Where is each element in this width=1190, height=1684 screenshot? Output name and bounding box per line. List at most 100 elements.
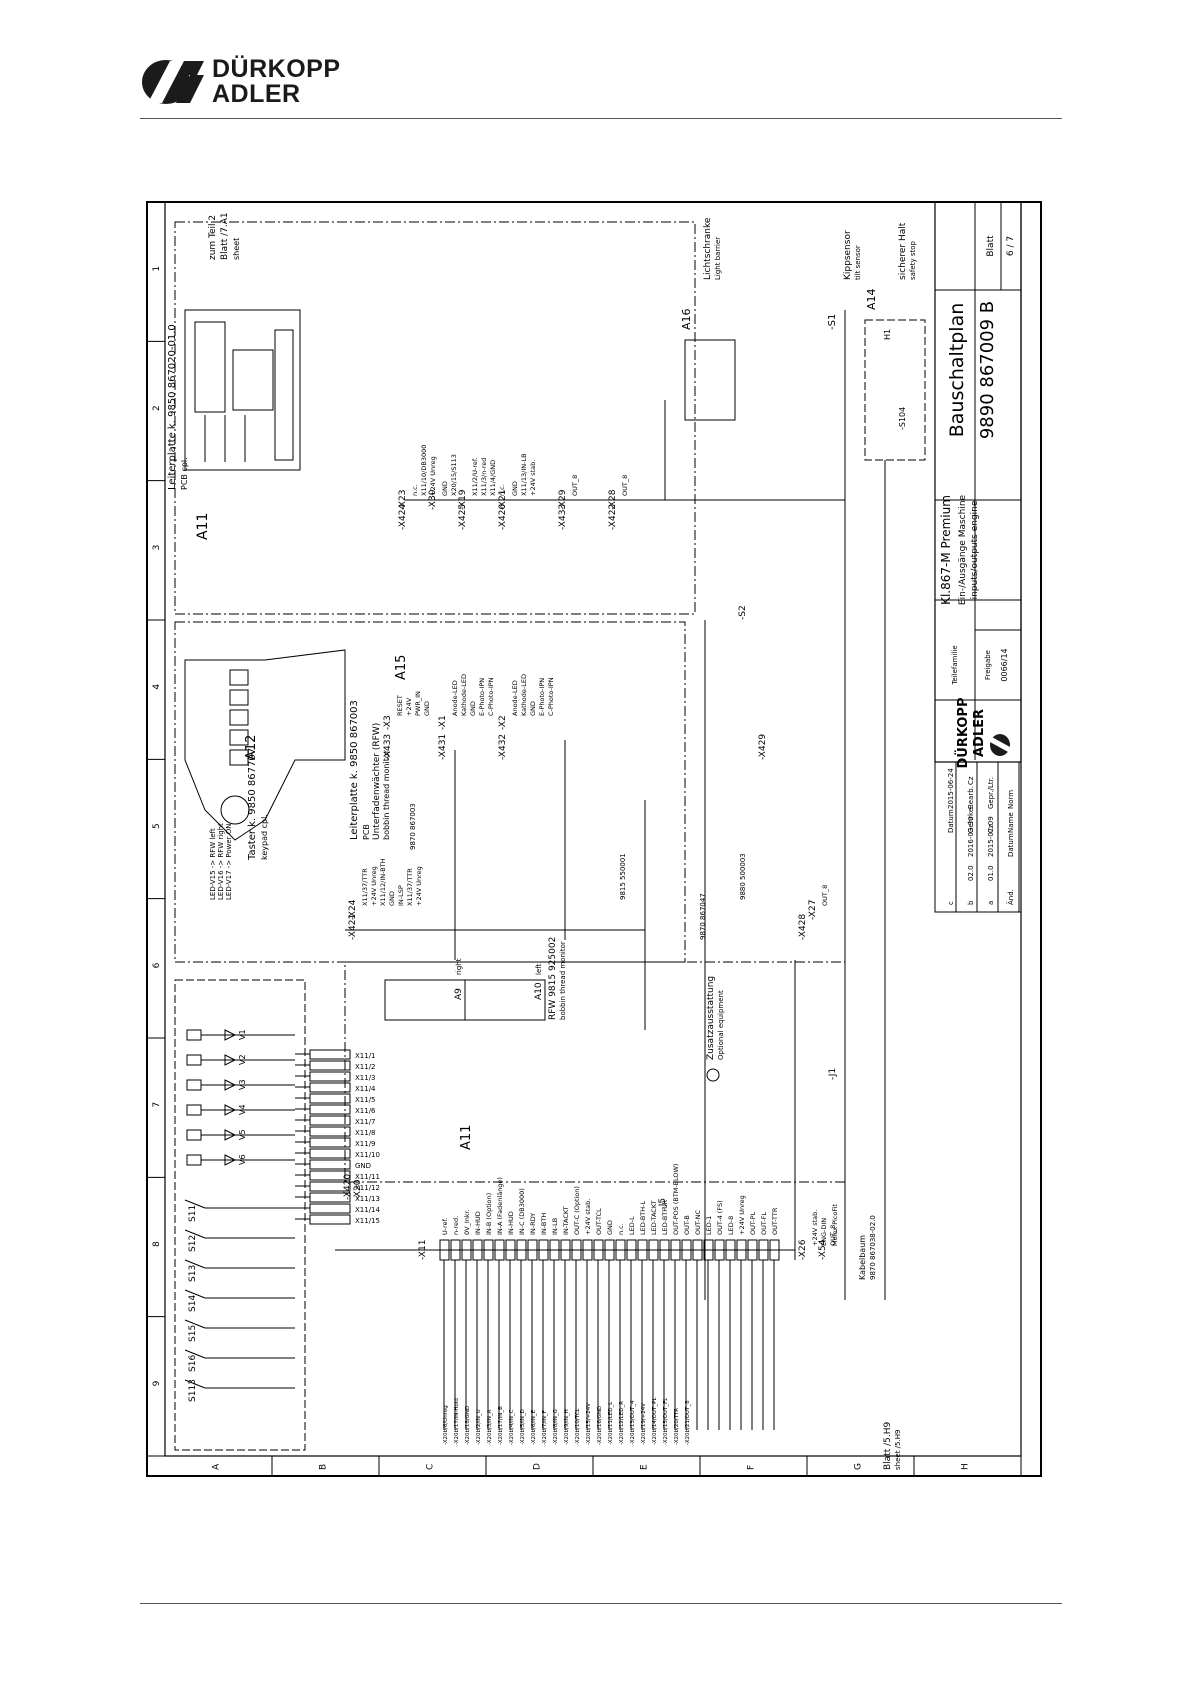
x11-wire-label: -X20b/17/IN_B bbox=[498, 1406, 504, 1445]
switch-icon bbox=[184, 1379, 206, 1389]
brand-logo: DÜRKOPP ADLER bbox=[140, 55, 370, 115]
col-label: 2 bbox=[152, 405, 162, 411]
connector-x2-label: -X2 bbox=[498, 715, 508, 730]
a11-main-label: A11 bbox=[459, 1125, 474, 1150]
connector-x24-pin: X11/37/TTR bbox=[361, 868, 369, 906]
rev-cell: Datum bbox=[1007, 833, 1015, 857]
x11-pin-label: LED-TACKT bbox=[650, 1200, 658, 1235]
x11-wire-label: -X20b/4/IN_C bbox=[509, 1409, 515, 1445]
x11-pin-label: LED-L bbox=[628, 1216, 636, 1235]
x20-pin-label: X11/11 bbox=[355, 1173, 380, 1181]
x20-pin-label: X11/4 bbox=[355, 1085, 376, 1093]
x11-wire-label: -X20b/21/OUT_8 bbox=[685, 1400, 691, 1445]
connector-x24-pin: X11/37/TTR bbox=[406, 868, 414, 906]
connector-x1-label: -X1 bbox=[438, 715, 448, 730]
connector-x30-pin: GND bbox=[441, 481, 449, 496]
x11-pin-label: 0V_Inkr. bbox=[463, 1209, 471, 1235]
connector-x24_top-label: -X424 bbox=[398, 504, 408, 530]
connector-x2-pin: E-Photo-IPN bbox=[538, 678, 546, 716]
switch-label: S14 bbox=[188, 1295, 198, 1312]
x20-connector: X11/1X11/2X11/3X11/4X11/5X11/6X11/7X11/8… bbox=[295, 1049, 381, 1225]
cable-label: Kabelbaum bbox=[858, 1235, 867, 1280]
led-icon bbox=[224, 1054, 237, 1066]
led-icon bbox=[224, 1029, 237, 1041]
rev-cell: Bearb. bbox=[967, 786, 975, 809]
connector-x21-label: -X21 bbox=[498, 490, 508, 510]
x20-pin-label: X11/15 bbox=[355, 1217, 380, 1225]
title-brand-line-1: DÜRKOPP bbox=[955, 698, 971, 769]
row-label: D bbox=[533, 1463, 543, 1470]
x11-wire-label: -X20b/18/GND bbox=[465, 1406, 471, 1445]
switch-icon bbox=[184, 1199, 206, 1209]
connector-x19-pin: X11/4/GND bbox=[489, 460, 497, 496]
connector-x27-pin: OUT_8 bbox=[821, 885, 829, 906]
a11-ref-1: zum Teil 2 bbox=[208, 215, 218, 260]
x11-wire-label: -X20b/13/OUT_4 bbox=[630, 1400, 636, 1445]
x11-pin-label: +24V Unreg bbox=[738, 1195, 746, 1235]
connector-j5-label: -J5 bbox=[658, 1198, 668, 1210]
connector-x421-label: -X421 bbox=[348, 914, 358, 940]
x11-wire-label: -X20b/6/Unreg bbox=[443, 1405, 449, 1445]
connector-x2-pin: Kathode-LED bbox=[520, 674, 528, 716]
led-icon bbox=[224, 1129, 237, 1141]
a10-label: A10 bbox=[534, 982, 544, 1000]
x20-pin-label: X11/7 bbox=[355, 1118, 376, 1126]
x11-pin-label: OUT-FL bbox=[760, 1212, 768, 1235]
x11-pin-label: IN-B (Option) bbox=[485, 1193, 493, 1235]
x11-wire-label: -X20b/19/+24V bbox=[641, 1403, 647, 1445]
x11-pin-label: IN-TACKT bbox=[562, 1206, 570, 1235]
x20-pin-label: X11/14 bbox=[355, 1206, 381, 1214]
a15-sub-2: Unterfadenwächter (RFW) bbox=[372, 723, 382, 840]
switch-label: S16 bbox=[188, 1355, 198, 1372]
bank-box bbox=[174, 979, 306, 1451]
x11-pin-label: OUT-C (Option) bbox=[573, 1186, 581, 1235]
switch-label: S13 bbox=[188, 1265, 198, 1282]
a15-label: A15 bbox=[394, 655, 409, 680]
sheet-ref-label-en: sheet /5.H9 bbox=[894, 1430, 902, 1470]
led-icon bbox=[224, 1104, 237, 1116]
x11-pin-label: LED-BTH-R bbox=[661, 1199, 669, 1235]
a16-box bbox=[684, 339, 736, 421]
rev-cell: Name bbox=[1007, 812, 1015, 833]
connector-x23-label: -X23 bbox=[398, 490, 408, 510]
led-label: V6 bbox=[238, 1154, 247, 1165]
revision-table: cDatum2015-06-24b02.02016-03-30GehrkeBea… bbox=[947, 762, 1020, 912]
switch-icon bbox=[184, 1319, 206, 1329]
optional-label: Zusatzausstattung bbox=[706, 976, 716, 1060]
a14-name: sicherer Halt bbox=[898, 222, 908, 280]
x11-pin-label: LED-BTH-L bbox=[639, 1200, 647, 1235]
rev-cell: 2015-06-24 bbox=[947, 768, 955, 809]
rev-cell: Gepr./Ltr. bbox=[987, 777, 995, 809]
connector-x1-pin: C-Photo-IPN bbox=[487, 677, 495, 716]
x20-pin-label: X11/1 bbox=[355, 1052, 376, 1060]
a16-name: Lichtschranke bbox=[703, 217, 713, 280]
doc-title: Bauschaltplan bbox=[946, 303, 968, 438]
connector-x432-label: -X432 bbox=[498, 734, 508, 760]
x11-pin-label: IN-LB bbox=[551, 1218, 559, 1235]
duerkopp-adler-logo-icon bbox=[142, 60, 204, 104]
a10-side: left bbox=[535, 963, 543, 975]
connector-j1-label: -J1 bbox=[828, 1068, 838, 1080]
row-label: C bbox=[426, 1464, 436, 1470]
product-line-2: Ein-/Ausgänge Maschine bbox=[958, 494, 968, 605]
rev-cell: 2015-07-09 bbox=[987, 816, 995, 857]
sheet-value: 6 / 7 bbox=[1006, 236, 1016, 256]
a14-box bbox=[864, 319, 926, 461]
connector-x26-pin: ENG-DIN bbox=[820, 1218, 828, 1246]
connector-x426-label: -X426 bbox=[498, 504, 508, 530]
optional-label-en: Optional equipment bbox=[717, 990, 725, 1060]
brand-line-1: DÜRKOPP bbox=[212, 55, 341, 83]
a11-pcb-title: Leiterplatte k. 9850 867020-01.0 bbox=[167, 324, 178, 490]
s1-name-en: tilt sensor bbox=[854, 245, 862, 280]
x11-pin-label: IN-RDY bbox=[529, 1213, 537, 1235]
connector-x431-label: -X431 bbox=[438, 734, 448, 760]
freigabe-label: Freigabe bbox=[984, 650, 992, 680]
connector-x3-pin: +24V bbox=[405, 697, 413, 716]
connector-x28-label: -X28 bbox=[608, 489, 618, 510]
col-label: 8 bbox=[152, 1241, 162, 1247]
connector-x422-label: -X422 bbox=[608, 504, 618, 530]
connector-x26-label: -X26 bbox=[798, 1239, 808, 1260]
rev-cell: Datum bbox=[947, 809, 955, 833]
